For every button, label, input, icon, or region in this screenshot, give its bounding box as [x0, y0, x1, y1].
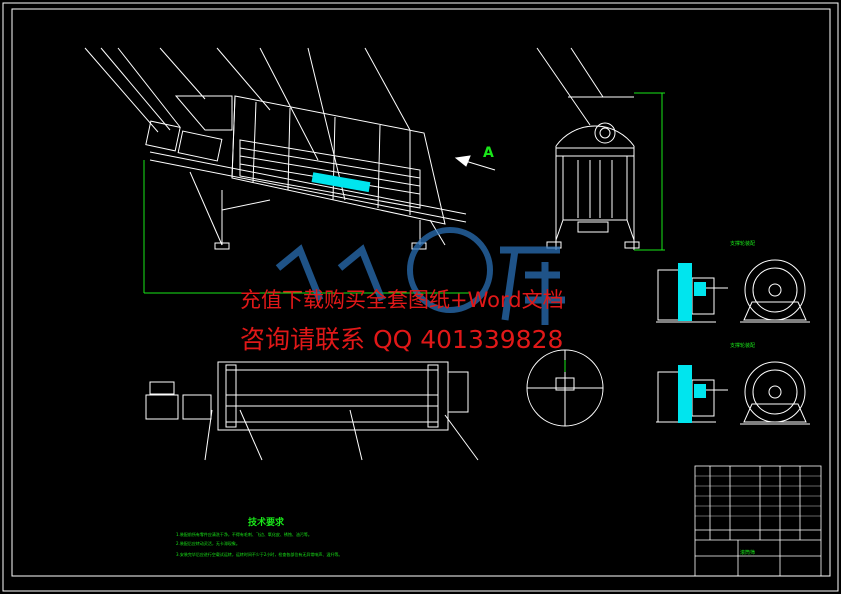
watermark-line-1: 充值下载购买全套图纸+Word文档	[240, 288, 564, 312]
plan-view	[145, 361, 479, 461]
tech-requirement-line: 1.装配前所有零件应清洗干净，不得有毛刺、飞边、氧化皮、锈蚀、油污等。	[176, 532, 312, 537]
section-label-top: 支撑轮装配	[730, 241, 756, 247]
tech-requirement-line: 3.安装完毕后应进行空载试运转，运转时间不少于2小时，检查各部位有无异常响声、温…	[176, 552, 343, 557]
view-arrow-label: A	[483, 145, 494, 161]
tech-requirement-line: 2.装配后应转动灵活，无卡滞现象。	[176, 541, 240, 546]
support-wheel-bottom-highlight	[678, 365, 692, 423]
logo-watermark	[275, 227, 565, 325]
support-wheel-bottom	[656, 361, 810, 425]
circular-section	[526, 349, 604, 427]
support-wheel-top-shaft	[694, 282, 706, 296]
support-wheel-bottom-shaft	[694, 384, 706, 398]
watermark-line-2: 咨询请联系 QQ 401339828	[240, 325, 564, 354]
inner-border	[11, 8, 831, 577]
end-view-dimensions	[634, 92, 665, 251]
title-block-name: 滚筒筛	[740, 550, 756, 556]
support-wheel-top-highlight	[678, 263, 692, 321]
tech-requirements-title: 技术要求	[248, 518, 285, 528]
end-view	[536, 47, 640, 250]
title-block	[694, 465, 822, 577]
main-side-view	[84, 47, 496, 294]
section-label-bottom: 支撑轮装配	[730, 343, 756, 349]
drum-highlight	[311, 172, 371, 193]
